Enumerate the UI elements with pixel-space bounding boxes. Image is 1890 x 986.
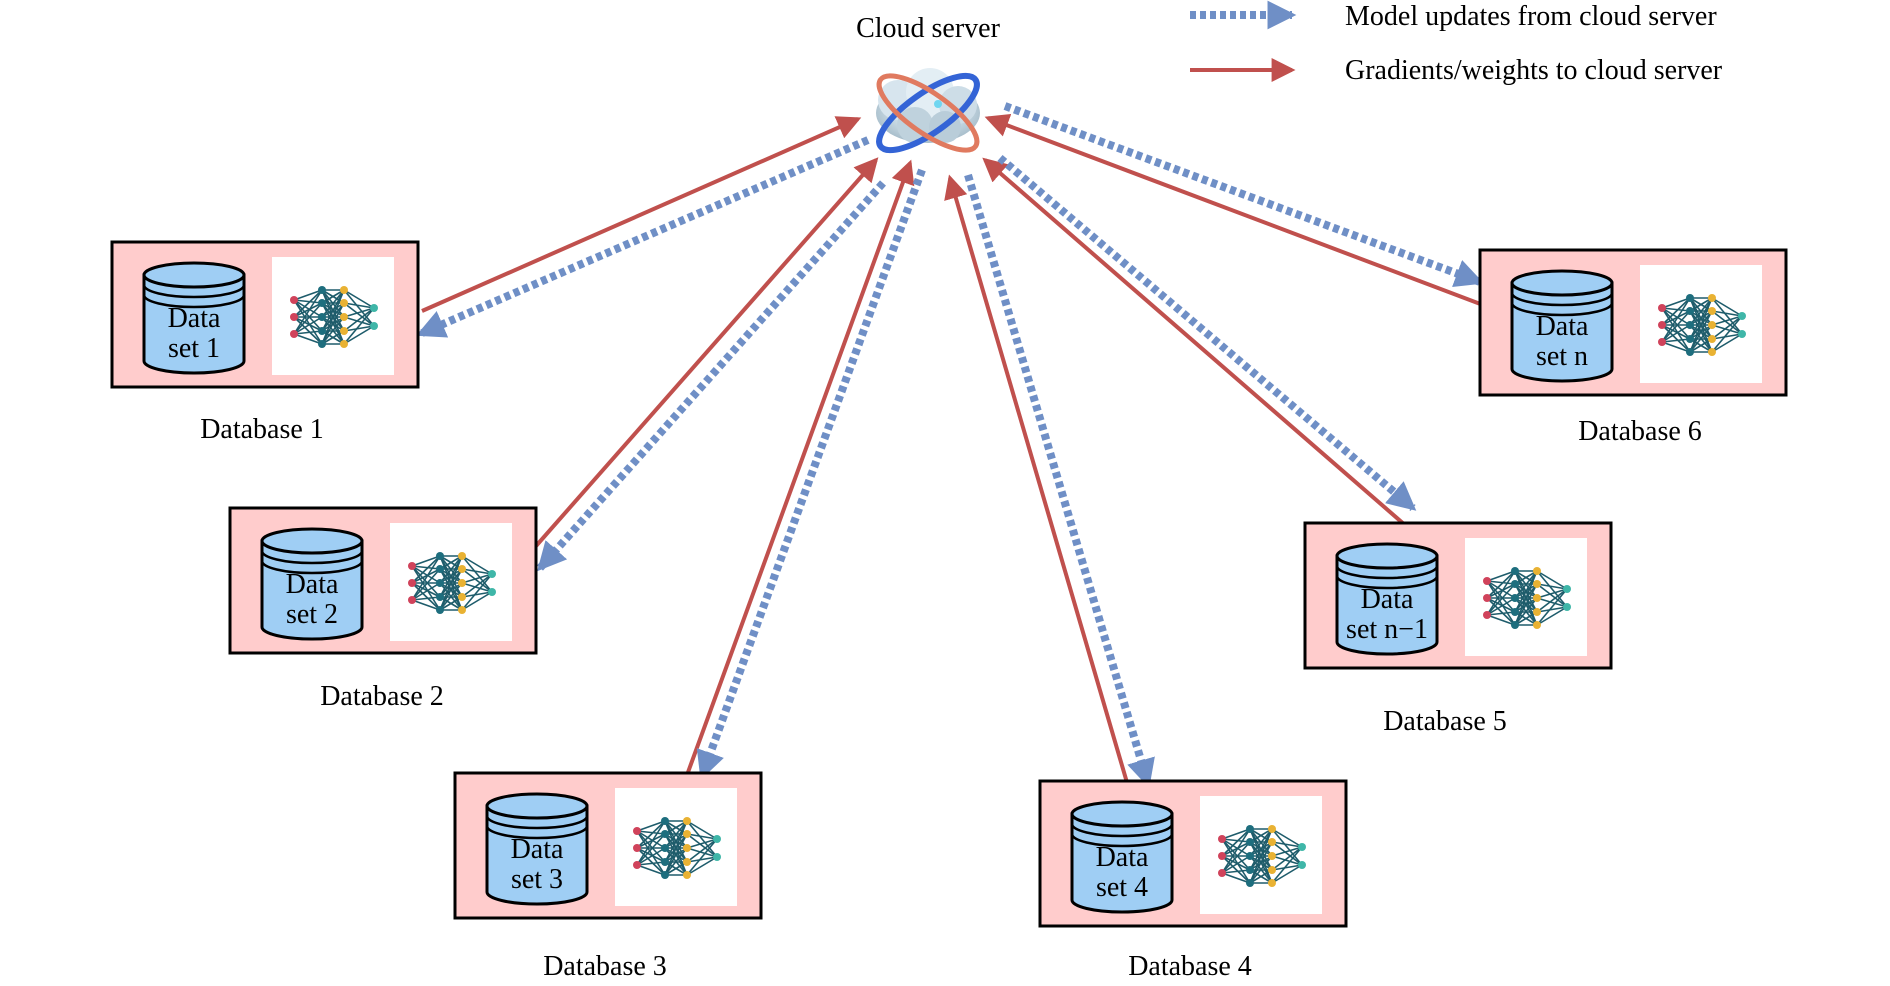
legend: Model updates from cloud server Gradient… [1190,0,1723,86]
dataset-label-line1: Data [286,569,339,600]
arrow-updates-db4 [964,173,1155,789]
arrow-gradients-db4 [944,174,1130,787]
dataset-label-line2: set 3 [511,864,563,895]
neural-network-icon [1640,265,1762,383]
legend-gradients-label: Gradients/weights to cloud server [1345,55,1723,86]
neural-network-icon [1200,796,1322,914]
cloud-server-icon [876,68,980,154]
dataset-label-line2: set 4 [1096,872,1148,903]
arrow-updates-db5 [997,154,1417,512]
dataset-label-line2: set n−1 [1346,614,1428,645]
legend-model-updates-label: Model updates from cloud server [1345,1,1717,32]
database-label: Database 1 [200,414,324,445]
dataset-label-line2: set 1 [168,333,220,364]
arrow-gradients-db6 [984,113,1484,307]
cloud-server-title: Cloud server [856,13,1001,44]
database-label: Database 4 [1128,951,1252,982]
arrow-updates-db2 [537,180,886,572]
dataset-label-line2: set 2 [286,599,338,630]
arrow-gradients-db5 [982,157,1407,527]
neural-network-icon [272,257,394,375]
database-label: Database 6 [1578,416,1702,447]
arrows [416,102,1485,789]
arrow-gradients-db2 [534,157,879,548]
neural-network-icon [1465,538,1587,656]
arrow-updates-db3 [696,168,926,781]
dataset-label-line1: Data [1096,842,1149,873]
dataset-label-line2: set n [1536,341,1588,372]
arrow-gradients-db1 [421,116,862,313]
arrow-updates-db1 [416,136,870,338]
dataset-label-line1: Data [1536,311,1589,342]
database-label: Database 3 [543,951,667,982]
dataset-label-line1: Data [511,834,564,865]
arrow-gradients-db3 [685,159,915,776]
database-label: Database 5 [1383,706,1507,737]
dataset-label-line1: Data [168,303,221,334]
database-label: Database 2 [320,681,444,712]
arrow-updates-db6 [1003,102,1485,287]
neural-network-icon [390,523,512,641]
dataset-label-line1: Data [1361,584,1414,615]
neural-network-icon [615,788,737,906]
